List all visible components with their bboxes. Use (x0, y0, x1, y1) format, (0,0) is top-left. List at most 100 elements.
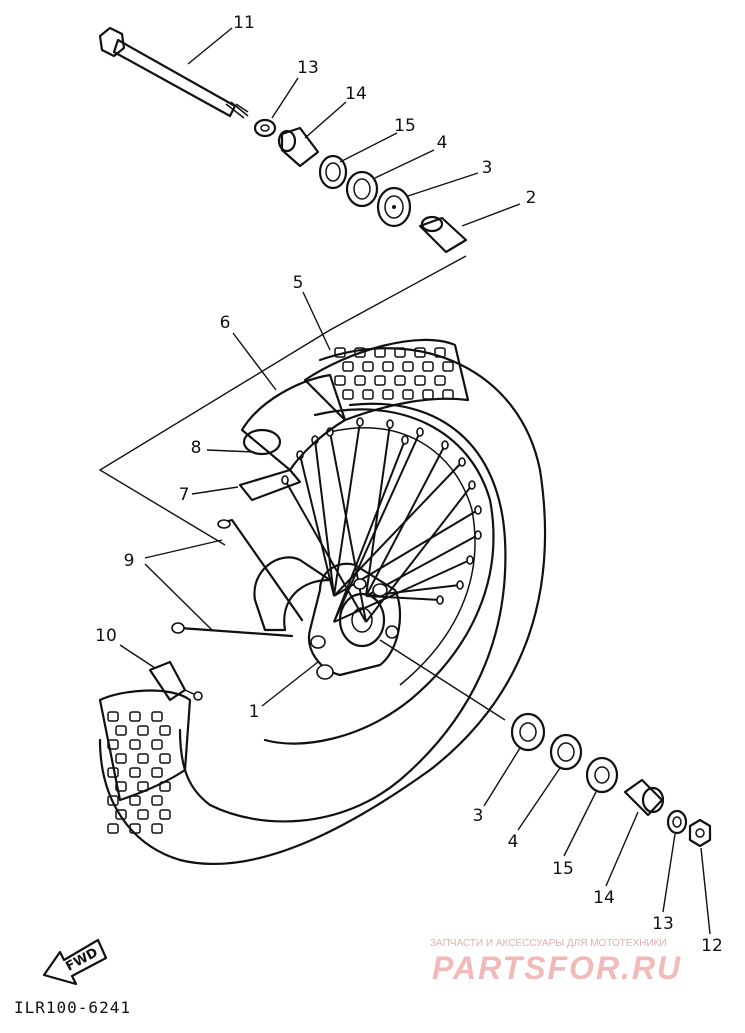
spoke-nipple (456, 580, 464, 590)
tread-block (394, 347, 406, 358)
rim-band-7 (238, 468, 302, 502)
bearing-4-lower (549, 733, 583, 771)
callout-5: 5 (293, 273, 304, 293)
tread-block (442, 389, 454, 400)
spoke-line (299, 454, 335, 597)
callout-leaders (119, 27, 711, 935)
callout-11: 11 (233, 13, 255, 33)
tread-block (334, 375, 346, 386)
tread-block (434, 375, 446, 386)
tread-block (107, 739, 119, 750)
tread-block (334, 347, 346, 358)
tread-block (137, 809, 149, 820)
tread-block (151, 823, 163, 834)
tread-block (434, 347, 446, 358)
callout-13-upper: 13 (297, 58, 319, 78)
forward-direction-arrow: FWD (42, 938, 108, 986)
callout-7: 7 (179, 485, 190, 505)
callout-9: 9 (124, 551, 135, 571)
bearing-3-upper (376, 186, 412, 228)
spoke-nipple (436, 595, 444, 605)
spoke-line (333, 421, 361, 597)
nut-12 (688, 818, 712, 848)
spoke-nipple (474, 530, 482, 540)
tube-and-rim-band (238, 373, 347, 502)
rim-lock-10 (148, 660, 203, 702)
spoke-nipple (386, 419, 394, 429)
bearing-4-upper (345, 170, 379, 208)
hub-part (253, 556, 402, 680)
callout-6: 6 (220, 313, 231, 333)
tread-block (151, 795, 163, 806)
watermark-caption: ЗАПЧАСТИ И АКСЕССУАРЫ ДЛЯ МОТОТЕХНИКИ (430, 938, 667, 949)
tread-block (115, 753, 127, 764)
tread-block (374, 347, 386, 358)
tread-block (151, 767, 163, 778)
lower-hardware (510, 712, 712, 848)
tire-cutaway-top (303, 338, 470, 422)
spoke-line (329, 431, 367, 623)
tread-block (137, 725, 149, 736)
lower-axis-line (379, 639, 506, 721)
callout-2: 2 (526, 188, 537, 208)
tread-block (402, 389, 414, 400)
tread-block (422, 361, 434, 372)
tread-block (382, 361, 394, 372)
axle-part (98, 26, 249, 119)
tread-block (159, 809, 171, 820)
callout-3-lower: 3 (473, 806, 484, 826)
tread-block (137, 781, 149, 792)
tread-block (129, 739, 141, 750)
callout-14-upper: 14 (345, 84, 367, 104)
callout-15-lower: 15 (552, 859, 574, 879)
spoke-line (365, 484, 473, 623)
spoke-nipple (281, 475, 289, 485)
tread-block (107, 711, 119, 722)
tread-block (129, 711, 141, 722)
callout-12: 12 (701, 936, 723, 956)
tread-block (414, 375, 426, 386)
callout-8: 8 (191, 438, 202, 458)
callout-labels: 11 13 14 15 4 3 2 5 6 8 7 9 10 1 3 4 15 … (95, 13, 723, 956)
tread-block (382, 389, 394, 400)
tread-block (107, 767, 119, 778)
seal-15-upper (318, 154, 348, 190)
tread-block (414, 347, 426, 358)
spoke-nipple (466, 555, 474, 565)
tread-block (129, 795, 141, 806)
callout-3-upper: 3 (482, 158, 493, 178)
spoke-nipple (458, 457, 466, 467)
tread-block (159, 725, 171, 736)
callout-1: 1 (249, 702, 260, 722)
callout-10: 10 (95, 626, 117, 646)
tread-block (151, 711, 163, 722)
tread-block (115, 781, 127, 792)
tread-block (342, 389, 354, 400)
spoke-nipple (356, 417, 364, 427)
tread-block (422, 389, 434, 400)
tread-block (394, 375, 406, 386)
tread-block (342, 361, 354, 372)
callout-15-upper: 15 (394, 116, 416, 136)
spacer-2 (418, 216, 468, 254)
callout-13-lower: 13 (652, 914, 674, 934)
washer-13-lower (666, 809, 688, 835)
tread-block (362, 361, 374, 372)
tread-block (107, 795, 119, 806)
spoke-screws-9 (171, 518, 304, 638)
rim-part (263, 408, 495, 745)
tread-block (151, 739, 163, 750)
tread-block (354, 347, 366, 358)
tire-cutaway-bottom (98, 689, 192, 802)
diagram-code: ILR100-6241 (14, 998, 131, 1017)
callout-14-lower: 14 (593, 888, 615, 908)
tread-block (159, 753, 171, 764)
upper-hardware (253, 118, 468, 254)
tread-block (159, 781, 171, 792)
tire-tread (107, 347, 454, 834)
spoke-line (284, 479, 367, 623)
tube-6 (240, 373, 347, 472)
tread-block (362, 389, 374, 400)
